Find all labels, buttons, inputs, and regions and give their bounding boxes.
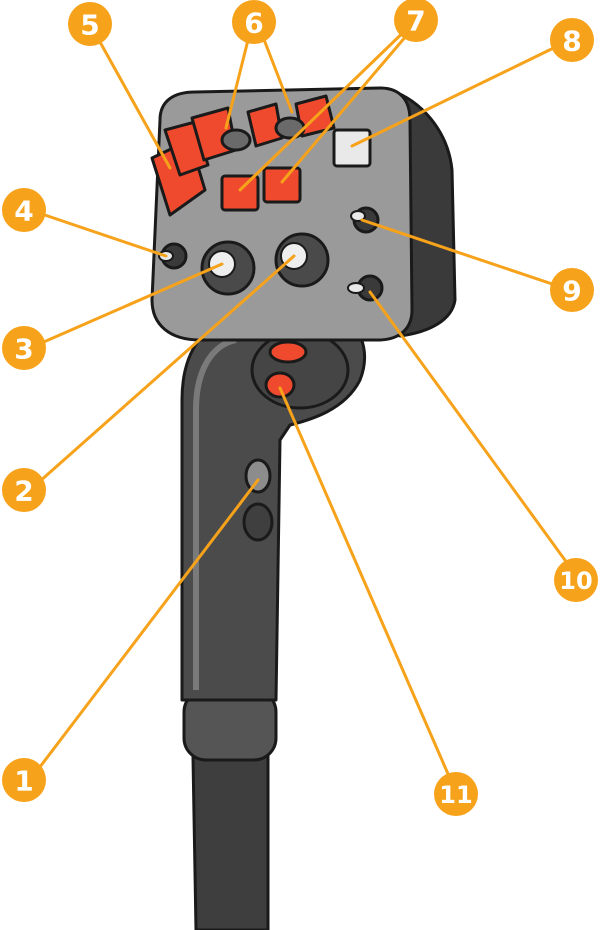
trigger-button [264, 371, 296, 399]
callout-2-label: 2 [14, 475, 33, 508]
leader-line-8 [350, 38, 572, 148]
callout-1: 1 [2, 758, 46, 802]
callout-7-label: 7 [406, 5, 425, 38]
square-button-left [220, 174, 260, 212]
leader-line-3 [28, 262, 224, 350]
callout-5-label: 5 [80, 9, 99, 42]
toggle-switch-upper-right-tip [350, 210, 366, 222]
callout-9-label: 9 [562, 275, 581, 308]
callout-3: 3 [2, 326, 46, 370]
callout-3-label: 3 [14, 333, 33, 366]
leader-line-9 [360, 218, 572, 292]
handle-button-lower [242, 502, 274, 542]
callout-9: 9 [550, 268, 594, 312]
handle-button-upper [244, 458, 272, 494]
callout-4-label: 4 [14, 195, 33, 228]
white-button [332, 128, 372, 168]
callout-8-label: 8 [562, 25, 581, 58]
toggle-switch-lower-right-tip [347, 282, 365, 294]
callout-5: 5 [68, 2, 112, 46]
callout-10-label: 10 [559, 567, 592, 595]
leader-line-7b [280, 20, 420, 184]
callout-8: 8 [550, 18, 594, 62]
leader-line-5 [88, 22, 172, 170]
leader-lines [28, 20, 580, 792]
joystick-illustration [150, 86, 457, 930]
leader-line-2 [28, 254, 296, 492]
callout-10: 10 [554, 558, 598, 602]
callout-2: 2 [2, 468, 46, 512]
callout-6: 6 [232, 0, 276, 44]
trigger-top [268, 340, 308, 364]
callout-6-label: 6 [244, 7, 263, 40]
callout-4: 4 [2, 188, 46, 232]
leader-line-4 [28, 208, 168, 258]
square-button-right [262, 166, 302, 204]
rocker-switch-b [246, 102, 284, 148]
rocker-base-b [274, 116, 306, 140]
leader-line-10 [368, 290, 580, 580]
callout-7: 7 [394, 0, 438, 42]
leader-line-11 [278, 386, 457, 792]
rocker-base-a [220, 128, 252, 152]
leader-line-7a [238, 20, 416, 192]
callout-11: 11 [434, 772, 478, 816]
callouts: 1 2 3 4 5 6 7 8 9 10 11 [2, 0, 598, 816]
leader-line-1 [28, 478, 260, 782]
callout-11-label: 11 [439, 781, 472, 809]
handle-highlight [193, 337, 237, 690]
callout-1-label: 1 [14, 765, 33, 798]
